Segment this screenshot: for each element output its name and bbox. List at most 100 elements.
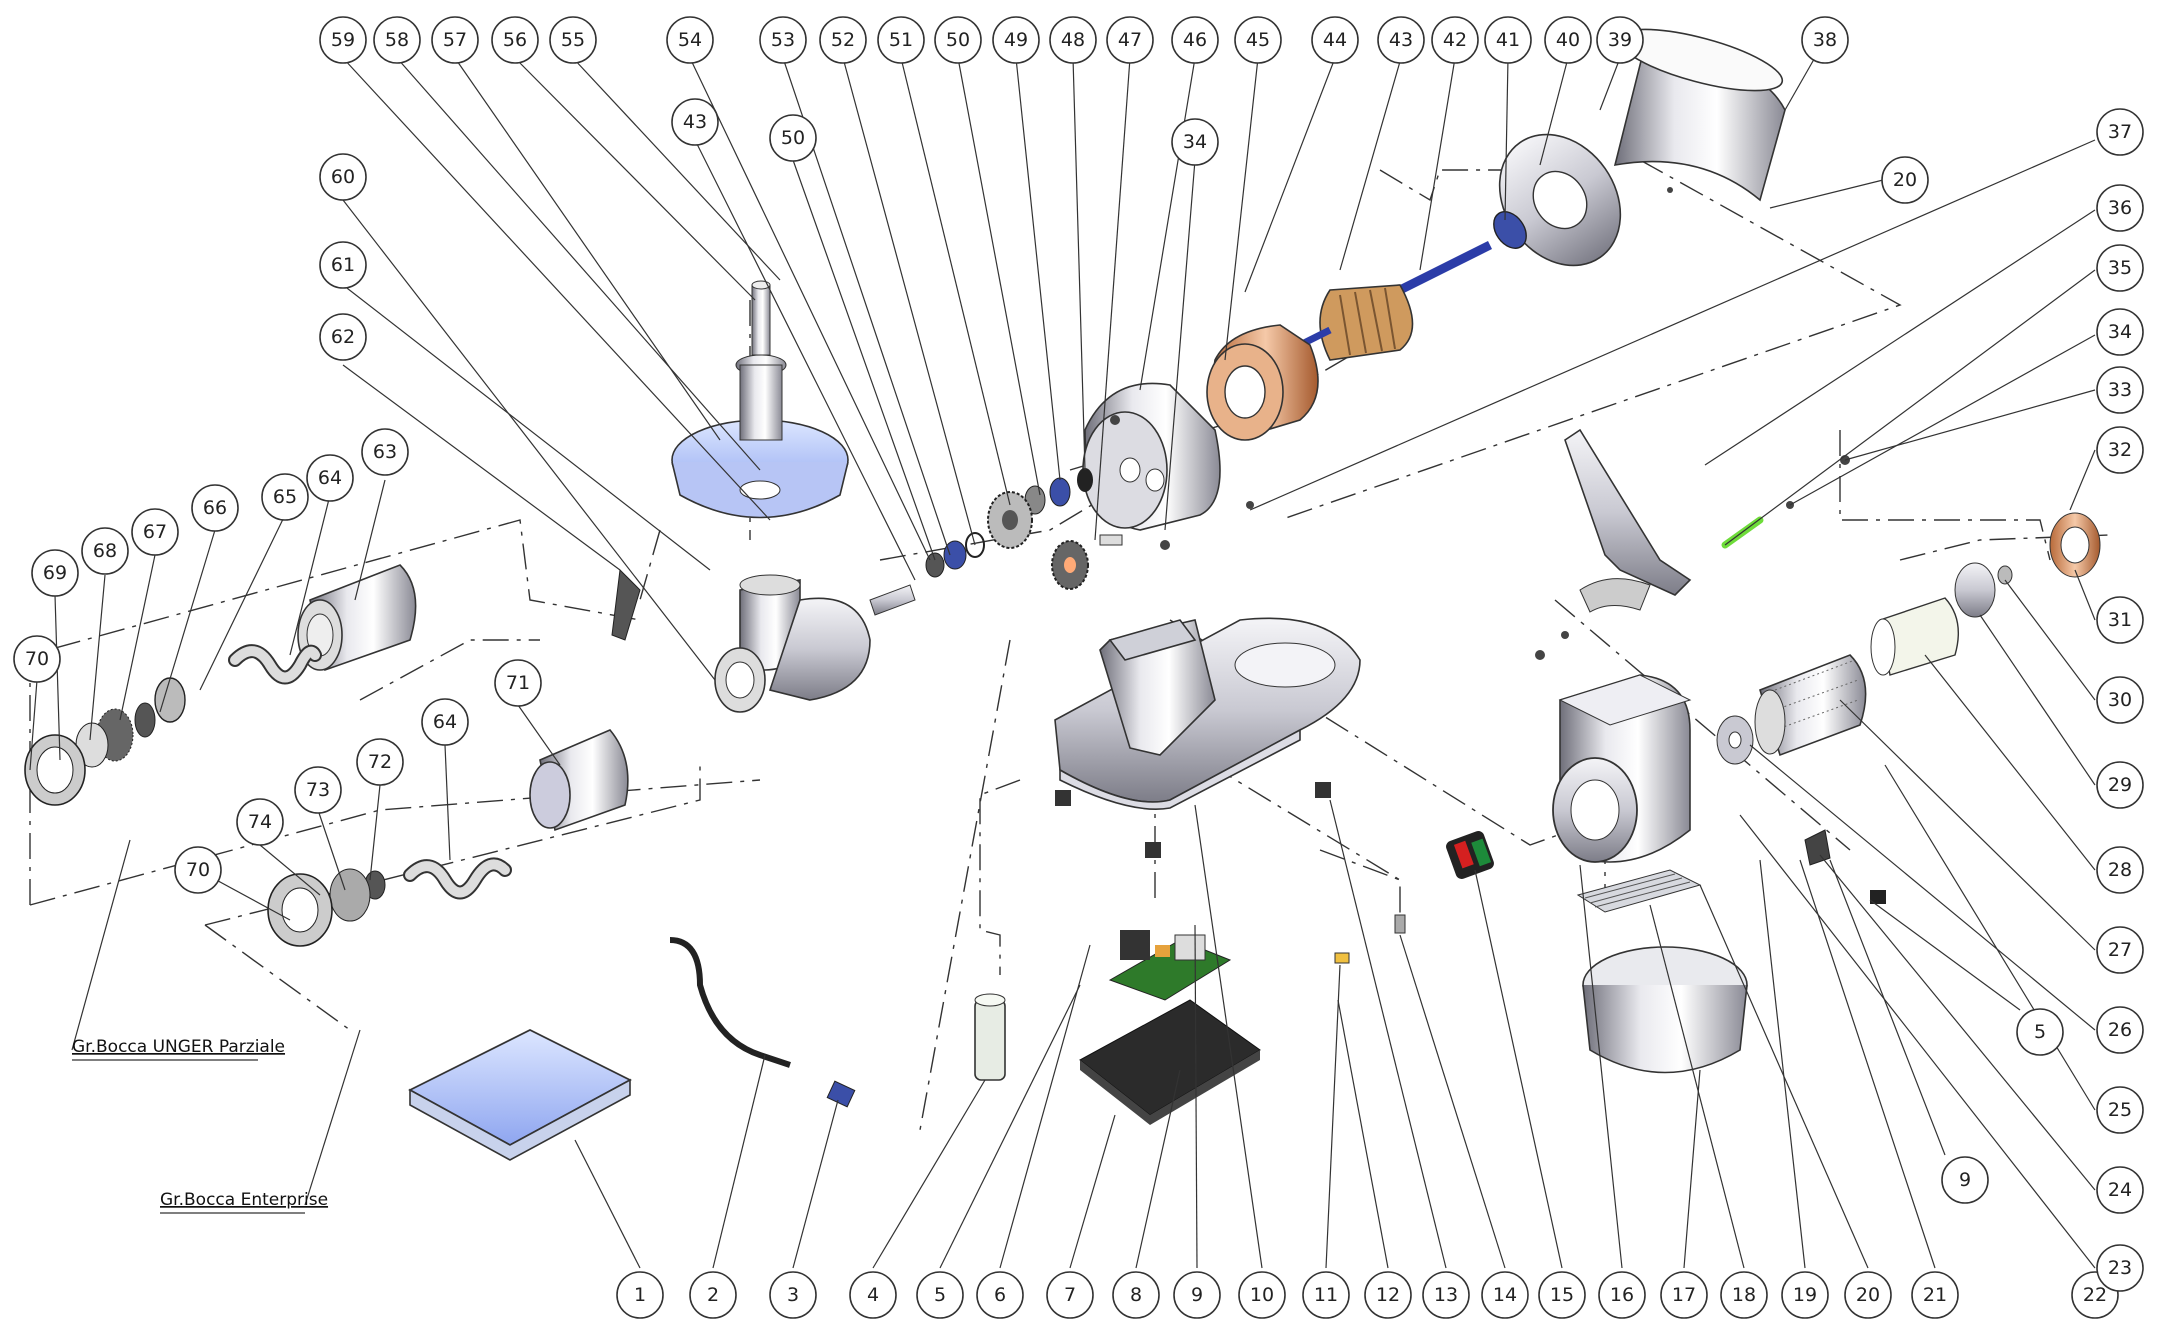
callout-34: 34 — [1171, 118, 1219, 166]
callout-5: 5 — [916, 1271, 964, 1319]
callout-number: 51 — [889, 29, 913, 51]
callout-37: 37 — [2096, 108, 2144, 156]
callout-circle — [431, 16, 479, 64]
callout-circle — [1844, 1271, 1892, 1319]
callout-number: 26 — [2108, 1019, 2132, 1041]
callout-number: 23 — [2108, 1257, 2132, 1279]
callout-36: 36 — [2096, 184, 2144, 232]
motor-housing-46 — [1082, 382, 1221, 531]
callout-number: 20 — [1893, 169, 1917, 191]
callout-circle — [769, 114, 817, 162]
callout-68: 68 — [81, 527, 129, 575]
cutting-plates — [24, 677, 186, 806]
callout-74: 74 — [236, 798, 284, 846]
callout-circle — [2096, 676, 2144, 724]
screw-f — [1535, 650, 1545, 660]
callout-number: 29 — [2108, 774, 2132, 796]
feed-cylinder-63 — [297, 564, 417, 672]
callout-number: 65 — [273, 486, 297, 508]
callout-number: 44 — [1323, 29, 1347, 51]
callout-circle — [1106, 16, 1154, 64]
callout-circle — [494, 659, 542, 707]
callout-52: 52 — [819, 16, 867, 64]
callout-53: 53 — [759, 16, 807, 64]
callout-circle — [1484, 16, 1532, 64]
callout-13: 13 — [1422, 1271, 1470, 1319]
callout-62: 62 — [319, 313, 367, 361]
callout-number: 20 — [1856, 1284, 1880, 1306]
callout-25: 25 — [2096, 1086, 2144, 1134]
callout-circle — [1544, 16, 1592, 64]
callout-circle — [31, 549, 79, 597]
callout-number: 69 — [43, 562, 67, 584]
callout-circle — [849, 1271, 897, 1319]
callout-number: 19 — [1793, 1284, 1817, 1306]
callout-8: 8 — [1112, 1271, 1160, 1319]
callout-number: 64 — [318, 467, 342, 489]
callout-number: 15 — [1550, 1284, 1574, 1306]
callout-48: 48 — [1049, 16, 1097, 64]
callout-number: 70 — [186, 859, 210, 881]
callout-7: 7 — [1046, 1271, 1094, 1319]
callout-17: 17 — [1660, 1271, 1708, 1319]
cover-plate-8 — [1079, 999, 1261, 1125]
cable-2 — [669, 937, 791, 1068]
callout-number: 27 — [2108, 939, 2132, 961]
callout-circle — [191, 484, 239, 532]
callout-circle — [2096, 1006, 2144, 1054]
callout-number: 18 — [1732, 1284, 1756, 1306]
callout-34: 34 — [2096, 308, 2144, 356]
callout-number: 5 — [2034, 1021, 2046, 1043]
foot-10b — [1145, 842, 1161, 858]
callout-circle — [373, 16, 421, 64]
callout-circle — [1538, 1271, 1586, 1319]
callout-number: 45 — [1246, 29, 1270, 51]
callout-circle — [1311, 16, 1359, 64]
callout-10: 10 — [1238, 1271, 1286, 1319]
callout-number: 21 — [1923, 1284, 1947, 1306]
armature-43 — [1298, 284, 1414, 361]
grid-19 — [1576, 869, 1702, 913]
callout-49: 49 — [992, 16, 1040, 64]
hopper-tray-57 — [671, 419, 849, 519]
callout-number: 50 — [946, 29, 970, 51]
callout-circle — [421, 698, 469, 746]
callout-number: 42 — [1443, 29, 1467, 51]
callout-circle — [2096, 1166, 2144, 1214]
micro-switch-5 — [1870, 890, 1886, 904]
callout-9: 9 — [1941, 1156, 1989, 1204]
callout-47: 47 — [1106, 16, 1154, 64]
callout-circle — [319, 153, 367, 201]
callout-73: 73 — [294, 766, 342, 814]
callout-33: 33 — [2096, 366, 2144, 414]
callout-56: 56 — [491, 16, 539, 64]
callout-number: 34 — [1183, 131, 1207, 153]
callout-number: 6 — [994, 1284, 1006, 1306]
callout-number: 24 — [2108, 1179, 2132, 1201]
screw-c — [1246, 501, 1254, 509]
group-label-unger: Gr.Bocca UNGER Parziale — [72, 1037, 285, 1057]
callout-4: 4 — [849, 1271, 897, 1319]
callout-60: 60 — [319, 153, 367, 201]
callout-circle — [2096, 308, 2144, 356]
callout-circle — [319, 16, 367, 64]
callout-6: 6 — [976, 1271, 1024, 1319]
callout-14: 14 — [1481, 1271, 1529, 1319]
pusher-56 — [735, 280, 787, 441]
callout-2: 2 — [689, 1271, 737, 1319]
callout-number: 25 — [2108, 1099, 2132, 1121]
callout-number: 3 — [787, 1284, 799, 1306]
callout-circle — [689, 1271, 737, 1319]
callout-number: 62 — [331, 326, 355, 348]
bearing-41 — [1493, 211, 1527, 249]
callout-number: 36 — [2108, 197, 2132, 219]
callout-circle — [2096, 366, 2144, 414]
callout-circle — [769, 1271, 817, 1319]
callout-15: 15 — [1538, 1271, 1586, 1319]
callout-circle — [13, 635, 61, 683]
callout-number: 66 — [203, 497, 227, 519]
pin-54 — [869, 584, 916, 616]
callout-circle — [1302, 1271, 1350, 1319]
